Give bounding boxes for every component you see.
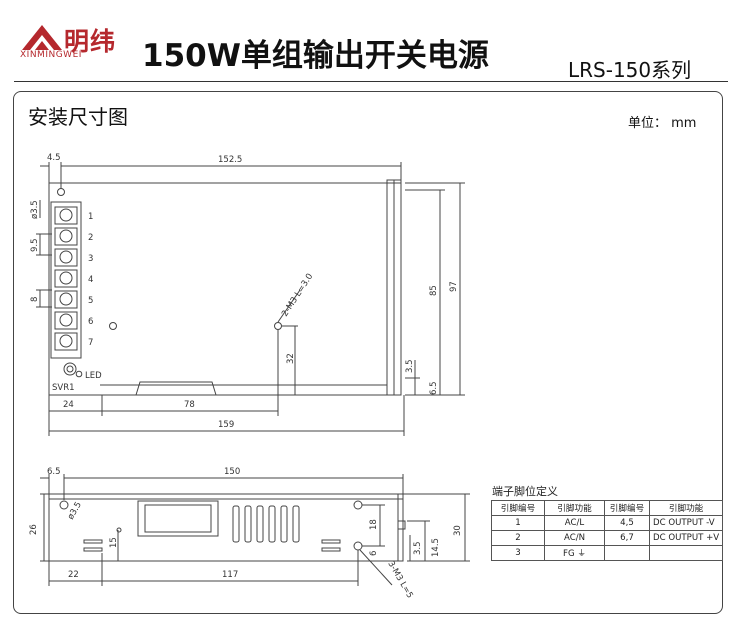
dim-right-6-5: 6.5 [429,381,439,395]
brand-name-en: XINMINGWEI [20,50,82,60]
side-dim-hole-dia: ø3.5 [66,500,84,521]
dim-pin-spacing: 8 [30,297,40,302]
table-cell: 6,7 [604,530,650,546]
terminal-screws [54,206,78,351]
side-dim-14-5: 14.5 [431,538,441,557]
terminal-label: 6 [88,317,93,327]
side-dim-30: 30 [453,525,463,536]
led-label: LED [85,371,102,381]
dim-hole-32: 32 [286,353,296,364]
dim-hole-dia: ø3.5 [30,200,40,219]
dim-top-offset: 4.5 [47,153,61,163]
table-cell: DC OUTPUT -V [648,515,724,531]
table-cell: 2 [491,530,545,546]
drawing-frame [13,91,723,614]
table-header: 引脚编号 [604,500,650,516]
pin-definition-table: 引脚编号 引脚功能 引脚编号 引脚功能 1 AC/L 4,5 DC OUTPUT… [491,500,724,561]
table-header-row: 引脚编号 引脚功能 引脚编号 引脚功能 [491,500,724,516]
terminal-label: 1 [88,212,93,222]
side-dim-bottom-117: 117 [222,570,238,580]
side-dim-3-5: 3.5 [413,541,423,555]
dim-height-85: 85 [429,285,439,296]
terminal-label: 4 [88,275,93,285]
svr-label: SVR1 [52,383,75,393]
terminal-label: 2 [88,233,93,243]
dim-bottom-24: 24 [63,400,74,410]
table-cell: DC OUTPUT +V [648,530,724,546]
side-dim-bottom-22: 22 [68,570,79,580]
side-dim-top-offset: 6.5 [47,467,61,477]
table-header: 引脚编号 [491,500,545,516]
side-view-body [48,493,404,562]
table-cell: 1 [491,515,545,531]
terminal-label: 7 [88,338,93,348]
table-cell: 3 [491,545,545,561]
table-row: 2 AC/N 6,7 DC OUTPUT +V [491,530,724,546]
side-dim-width: 150 [224,467,240,477]
dim-bottom-78: 78 [184,400,195,410]
table-cell [648,545,724,561]
side-dim-height-26: 26 [29,524,39,535]
pin-table-caption: 端子脚位定义 [492,485,558,498]
table-header: 引脚功能 [648,500,724,516]
table-cell: AC/N [544,530,605,546]
terminal-block [50,201,82,359]
terminal-label: 5 [88,296,93,306]
table-row: 1 AC/L 4,5 DC OUTPUT -V [491,515,724,531]
dim-bottom-159: 159 [218,420,234,430]
dim-height-97: 97 [449,281,459,292]
side-dim-18: 18 [369,519,379,530]
dim-top-width: 152.5 [218,155,242,165]
table-cell: FG ⏚ [544,545,605,561]
side-dim-screw-spec: 3-M3 L=5 [385,560,414,601]
terminal-label: 3 [88,254,93,264]
side-dim-6: 6 [369,551,379,556]
brand-logo-icon [22,25,62,50]
table-header: 引脚功能 [544,500,605,516]
page-title: 150W单组输出开关电源 [142,38,489,74]
brand-name: 明纬 [64,27,117,56]
table-cell: 4,5 [604,515,650,531]
unit-label: 单位： mm [628,116,697,131]
table-cell: AC/L [544,515,605,531]
table-cell [604,545,650,561]
side-dim-slot-15: 15 [109,537,119,548]
dim-right-3-5: 3.5 [405,359,415,373]
series-label: LRS-150系列 [568,58,692,82]
table-row: 3 FG ⏚ [491,545,724,561]
header-divider [14,81,728,82]
section-title: 安装尺寸图 [28,105,128,129]
dim-pin-pitch: 9.5 [30,238,40,252]
